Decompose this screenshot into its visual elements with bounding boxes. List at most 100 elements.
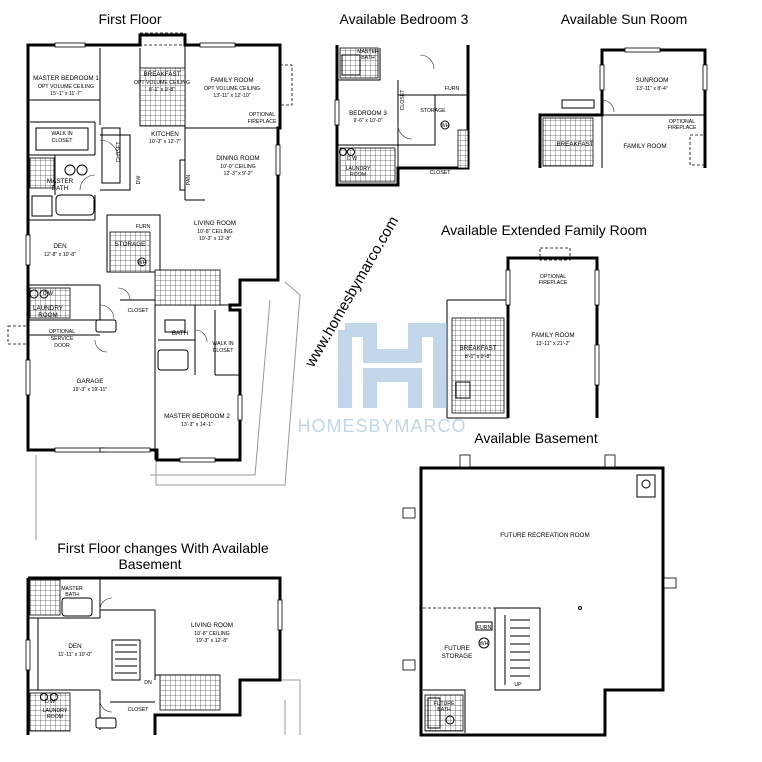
- label-ffc-den: DEN: [68, 643, 82, 650]
- label-pantry: PAN: [186, 175, 192, 186]
- label-walk-in-closet: WALK IN: [51, 131, 72, 137]
- label-b3-water-heater: WH: [441, 123, 450, 129]
- heading-first-floor-changes-line1: First Floor changes With Available: [57, 540, 269, 556]
- label-b3-laundry: LAUNDRY: [346, 166, 371, 172]
- label-b3-closet: CLOSET: [400, 89, 406, 111]
- label-storage: STORAGE: [115, 241, 146, 248]
- basement-plan: FUTURE RECREATION ROOM FURN WH FUTURE ST…: [402, 454, 677, 737]
- bedroom-3-plan: MASTER BATH BEDROOM 3 9'-6" x 10'-0" CLO…: [334, 45, 470, 187]
- label-master-bedroom-2-size: 13'-3" x 14'-1": [181, 422, 213, 428]
- label-master-bath: MASTER: [47, 178, 74, 185]
- label-ffc-den-size: 11'-11" x 10'-0": [58, 652, 92, 658]
- label-ffc-living-room-ceiling: 10'-8" CEILING: [194, 631, 229, 637]
- label-garage-size: 19'-3" x 19'-11": [73, 387, 108, 393]
- label-laundry-room-2: ROOM: [38, 312, 58, 319]
- first-floor-plan: MASTER BEDROOM 1 OPT VOLUME CEILING 15'-…: [7, 32, 301, 540]
- label-living-room-ceiling: 10'-8" CEILING: [197, 229, 232, 235]
- heading-first-floor-changes-line2: Basement: [118, 556, 181, 572]
- label-b3-dw: D W: [347, 156, 357, 162]
- label-family-room-ceiling: OPT VOLUME CEILING: [204, 86, 260, 92]
- label-garage: GARAGE: [77, 378, 104, 385]
- label-kitchen-size: 10'-3" x 12'-7": [149, 139, 181, 145]
- label-dishwasher: DW: [136, 176, 142, 185]
- label-future-recreation-room: FUTURE RECREATION ROOM: [500, 532, 589, 539]
- label-future-bath-2: BATH: [437, 707, 451, 713]
- label-bedroom-3-size: 9'-6" x 10'-0": [353, 118, 382, 124]
- label-ffc-living-room: LIVING ROOM: [191, 622, 233, 629]
- label-b3-laundry-2: ROOM: [350, 172, 366, 178]
- label-sunroom-fireplace: OPTIONAL: [669, 119, 695, 125]
- label-walk-in-closet-2: CLOSET: [52, 138, 74, 144]
- label-b3-furnace: FURN: [445, 86, 460, 92]
- heading-basement: Available Basement: [474, 430, 598, 446]
- label-sunroom: SUNROOM: [636, 77, 669, 84]
- extended-family-plan: OPTIONAL FIREPLACE FAMILY ROOM 13'-11" x…: [446, 247, 600, 419]
- label-ext-breakfast: BREAKFAST: [459, 345, 496, 352]
- label-kitchen: KITCHEN: [151, 131, 179, 138]
- label-master-bedroom-2: MASTER BEDROOM 2: [164, 413, 230, 420]
- watermark: HOMESBYMARCO: [297, 323, 466, 436]
- label-b3-storage: STORAGE: [420, 108, 446, 114]
- label-ext-fireplace-2: FIREPLACE: [539, 280, 568, 286]
- label-future-storage-2: STORAGE: [442, 653, 473, 660]
- label-service-door-2: SERVICE: [51, 336, 74, 342]
- heading-bedroom-3: Available Bedroom 3: [340, 11, 469, 27]
- heading-extended-family-room: Available Extended Family Room: [441, 222, 647, 238]
- label-den-size: 12'-8" x 10'-8": [44, 252, 76, 258]
- label-sunroom-breakfast: BREAKFAST: [556, 141, 593, 148]
- heading-first-floor: First Floor: [99, 11, 162, 27]
- label-dining-room: DINING ROOM: [216, 155, 259, 162]
- label-kitchen-closet: CLOSET: [116, 141, 122, 163]
- label-ffc-stairs-down: DN: [144, 680, 152, 686]
- label-living-room: LIVING ROOM: [194, 220, 236, 227]
- label-breakfast-ceiling: OPT VOLUME CEILING: [134, 80, 190, 86]
- label-basement-water-heater: WH: [480, 641, 489, 647]
- label-ffc-master-bath-2: BATH: [65, 592, 79, 598]
- watermark-brand: HOMESBYMARCO: [297, 416, 466, 436]
- label-ffc-living-room-size: 19'-3" x 12'-8": [196, 638, 228, 644]
- label-b3-master-bath-2: BATH: [361, 55, 375, 61]
- label-bath: BATH: [172, 330, 189, 337]
- label-dining-room-ceiling: 10'-0" CEILING: [220, 164, 255, 170]
- label-master-bedroom-1-size: 15'-1" x 11'-7": [50, 91, 82, 97]
- label-optional-fireplace: OPTIONAL: [249, 112, 275, 118]
- watermark-logo: [338, 323, 447, 408]
- label-future-bath: FUTURE: [433, 701, 455, 707]
- label-walk-in-closet-master-2: WALK IN: [212, 341, 233, 347]
- label-dining-room-size: 12'-3" x 9'-2": [223, 171, 252, 177]
- label-ffc-dw: D W: [45, 699, 55, 705]
- label-family-room-size: 13'-11" x 12'-10": [213, 93, 250, 99]
- label-master-bedroom-1-ceiling: OPT VOLUME CEILING: [38, 84, 94, 90]
- heading-sun-room: Available Sun Room: [561, 11, 688, 27]
- label-master-bedroom-1: MASTER BEDROOM 1: [33, 75, 99, 82]
- label-water-heater: WH: [138, 260, 147, 266]
- label-den: DEN: [53, 243, 67, 250]
- label-breakfast-size: 8'-1" x 9'-8": [149, 87, 175, 93]
- label-sunroom-size: 13'-11" x 8'-4": [636, 86, 668, 92]
- label-ext-breakfast-size: 8'-1" x 9'-8": [465, 354, 491, 360]
- label-ffc-master-bath: MASTER: [61, 586, 83, 592]
- label-optional-fireplace-2: FIREPLACE: [248, 119, 277, 125]
- sunroom-plan: SUNROOM 13'-11" x 8'-4" OPTIONAL FIREPLA…: [538, 47, 708, 168]
- label-b3-closet-2: CLOSET: [430, 170, 452, 176]
- label-walk-in-closet-master-2b: CLOSET: [213, 348, 235, 354]
- first-floor-changes-plan: MASTER BATH LIVING ROOM 10'-8" CEILING 1…: [25, 576, 301, 735]
- label-hall-closet: CLOSET: [128, 308, 150, 314]
- label-service-door-3: DOOR: [54, 343, 70, 349]
- label-basement-furnace: FURN: [477, 625, 492, 631]
- label-living-room-size: 19'-3" x 12'-8": [199, 236, 231, 242]
- label-service-door: OPTIONAL: [49, 329, 75, 335]
- label-laundry-room: LAUNDRY: [33, 305, 64, 312]
- label-stairs-up: UP: [514, 682, 522, 688]
- label-master-bath-2: BATH: [52, 185, 69, 192]
- label-ffc-laundry-2: ROOM: [47, 714, 63, 720]
- label-ext-family: FAMILY ROOM: [531, 332, 574, 339]
- label-laundry-dw: D W: [43, 291, 53, 297]
- label-furnace: FURN: [136, 224, 151, 230]
- label-b3-master-bath: MASTER: [357, 49, 379, 55]
- label-family-room: FAMILY ROOM: [210, 77, 253, 84]
- label-ext-fireplace: OPTIONAL: [540, 274, 566, 280]
- label-ext-family-size: 13'-11" x 21'-2": [536, 341, 571, 347]
- label-ffc-closet: CLOSET: [128, 707, 150, 713]
- label-sunroom-fireplace-2: FIREPLACE: [668, 125, 697, 131]
